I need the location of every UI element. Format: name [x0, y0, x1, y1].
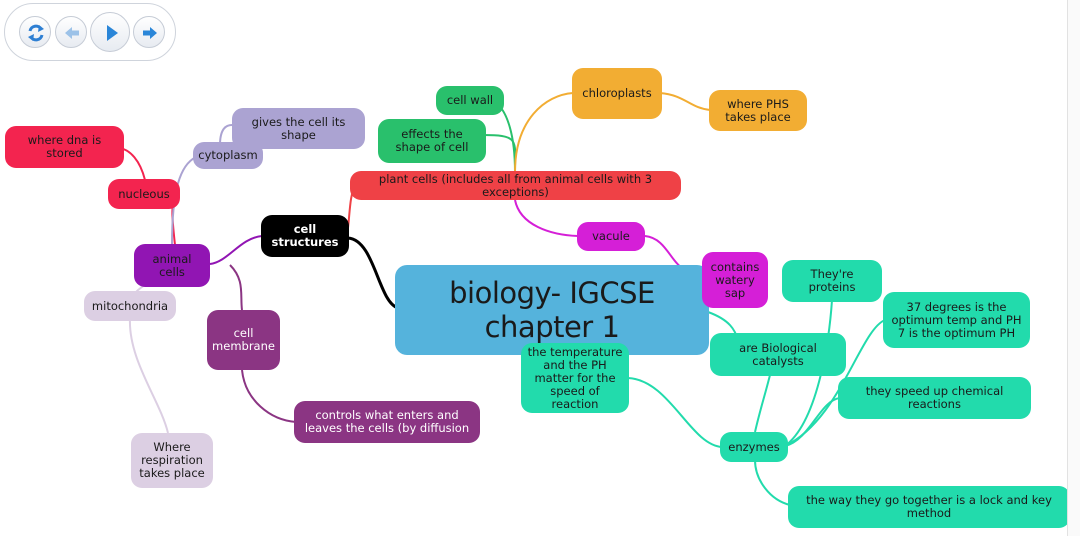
play-icon: [107, 25, 118, 41]
link-chloroplasts-desc: [659, 92, 711, 111]
node-lock-key[interactable]: the way they go together is a lock and k…: [788, 486, 1070, 528]
node-plant-cells[interactable]: plant cells (includes all from animal ce…: [350, 171, 681, 200]
node-chloroplasts-desc[interactable]: where PHS takes place: [709, 90, 807, 131]
link-cell-membrane: [229, 264, 243, 311]
node-cell-membrane[interactable]: cell membrane: [207, 310, 280, 370]
link-chloroplasts: [514, 92, 574, 173]
toolbar: [4, 3, 176, 61]
play-button[interactable]: [90, 12, 130, 52]
link-vacule-desc: [644, 235, 683, 269]
node-mitochondria[interactable]: mitochondria: [84, 291, 176, 321]
node-mitochondria-desc[interactable]: Where respiration takes place: [131, 433, 213, 488]
node-nucleous-desc[interactable]: where dna is stored: [5, 126, 124, 168]
link-lock-key: [754, 459, 791, 506]
link-animal-cells: [209, 235, 263, 265]
node-cell-structures[interactable]: cell structures: [261, 215, 349, 257]
node-chloroplasts[interactable]: chloroplasts: [572, 68, 662, 119]
link-mitochondria-desc: [128, 317, 169, 434]
node-temp-ph[interactable]: the temperature and the PH matter for th…: [521, 343, 629, 413]
node-optimum[interactable]: 37 degrees is the optimum temp and PH 7 …: [883, 292, 1030, 348]
node-nucleous[interactable]: nucleous: [108, 179, 180, 209]
refresh-icon: [28, 24, 44, 42]
link-catalysts: [754, 374, 771, 433]
refresh-button[interactable]: [19, 16, 51, 48]
back-button[interactable]: [55, 16, 87, 48]
node-vacule-desc[interactable]: contains watery sap: [702, 252, 768, 308]
node-animal-cells[interactable]: animal cells: [134, 244, 210, 287]
node-speed-up[interactable]: they speed up chemical reactions: [838, 377, 1031, 419]
arrow-right-icon: [143, 27, 157, 39]
node-proteins[interactable]: They're proteins: [782, 260, 882, 302]
vertical-scrollbar[interactable]: [1067, 0, 1080, 536]
link-vacule: [514, 199, 579, 237]
link-cell-wall-desc: [482, 134, 517, 173]
node-cell-wall[interactable]: cell wall: [436, 86, 504, 115]
link-temp-ph: [627, 377, 723, 448]
link-cell-membrane-desc: [241, 369, 297, 423]
forward-button[interactable]: [133, 16, 165, 48]
node-root[interactable]: biology- IGCSE chapter 1: [395, 265, 709, 355]
node-enzymes[interactable]: enzymes: [720, 432, 788, 462]
link-cytoplasm-desc: [219, 124, 233, 146]
node-cytoplasm-desc[interactable]: gives the cell its shape: [232, 108, 365, 149]
link-speed-up: [784, 397, 841, 447]
node-cell-membrane-desc[interactable]: controls what enters and leaves the cell…: [294, 401, 480, 443]
node-cell-wall-desc[interactable]: effects the shape of cell: [378, 119, 486, 163]
node-vacule[interactable]: vacule: [577, 222, 645, 251]
link-root-cell-structures: [347, 236, 399, 310]
node-biological-catalysts[interactable]: are Biological catalysts: [710, 333, 846, 376]
arrow-left-icon: [65, 27, 79, 39]
